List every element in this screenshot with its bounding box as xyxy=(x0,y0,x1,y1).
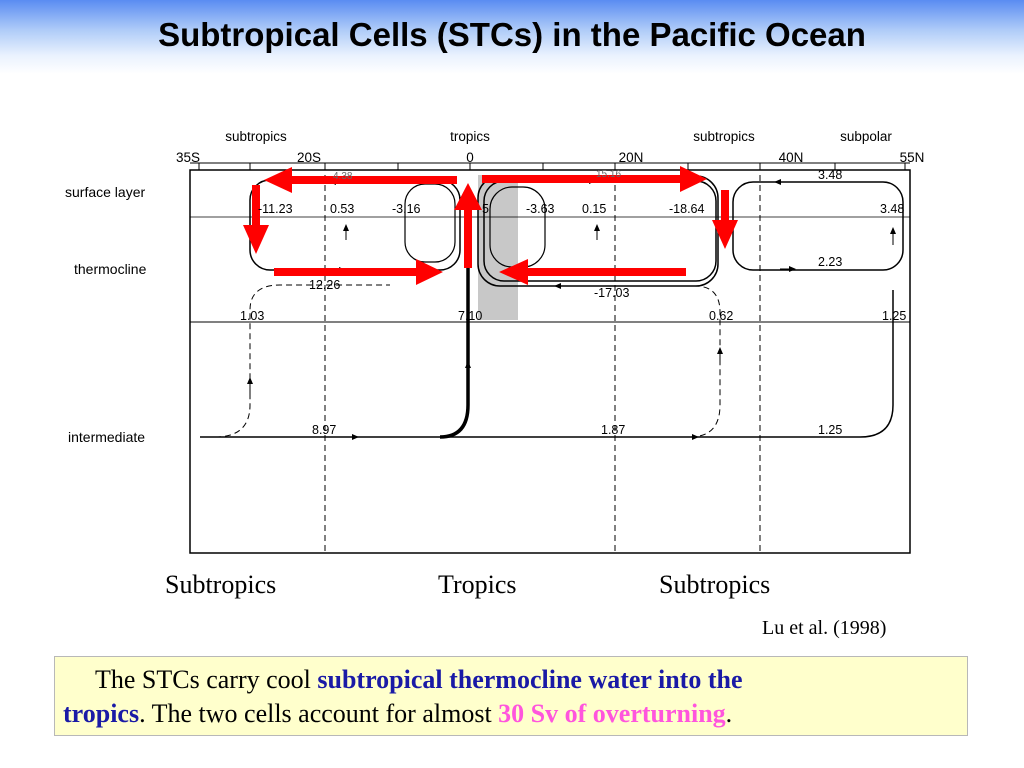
transport-subpolar-top: 3.48 xyxy=(818,168,842,182)
transport-eq-base: 7.10 xyxy=(458,309,482,323)
transport-subpolar-therm: 2.23 xyxy=(818,255,842,269)
south-subtropical-cell xyxy=(249,179,461,271)
intermediate-flow-line xyxy=(200,290,894,438)
region-label-tropics: tropics xyxy=(450,129,490,144)
transport-s-surface-mid: 0.53 xyxy=(330,202,354,216)
label-subtropics-north: Subtropics xyxy=(659,570,771,599)
transport-top-n: 15.16 xyxy=(596,169,621,180)
region-label-subpolar: subpolar xyxy=(840,129,892,144)
transport-int-s: 8.97 xyxy=(312,423,336,437)
lat-label-20n: 20N xyxy=(619,150,644,165)
transport-subpolar-right: 3.48 xyxy=(880,202,904,216)
red-arrow-north-surface-eastward xyxy=(482,166,707,192)
south-deep-dashed-path xyxy=(214,284,390,438)
transport-n-base: 0.62 xyxy=(709,309,733,323)
caption-line-1: The STCs carry cool subtropical thermocl… xyxy=(95,663,743,697)
red-arrow-equatorial-upwelling xyxy=(454,183,482,268)
flow-arrowheads xyxy=(247,178,896,440)
transport-n-surface-mid: 0.15 xyxy=(582,202,606,216)
transport-n-surface-eq: -3.63 xyxy=(526,202,555,216)
transport-int-n: 1.87 xyxy=(601,423,625,437)
red-arrows xyxy=(243,166,738,285)
transport-int-subpolar: 1.25 xyxy=(818,423,842,437)
title-bar: Subtropical Cells (STCs) in the Pacific … xyxy=(0,0,1024,74)
layer-label-intermediate: intermediate xyxy=(68,429,145,445)
red-arrow-south-thermocline-eastward xyxy=(274,259,443,285)
caption-line-2: tropics. The two cells account for almos… xyxy=(63,697,732,731)
transport-n-therm: -17.03 xyxy=(594,286,629,300)
lat-label-0: 0 xyxy=(466,150,474,165)
lat-label-20s: 20S xyxy=(297,150,321,165)
transport-subpolar-base: 1.25 xyxy=(882,309,906,323)
caption-box: The STCs carry cool subtropical thermocl… xyxy=(54,656,968,736)
layer-label-thermocline: thermocline xyxy=(74,261,147,277)
citation: Lu et al. (1998) xyxy=(762,617,887,639)
transport-eq-surface: 5 xyxy=(482,202,489,216)
lat-label-35s: 35S xyxy=(176,150,200,165)
label-subtropics-south: Subtropics xyxy=(165,570,277,599)
latitude-dashed-lines xyxy=(324,175,761,553)
caption-text-3: . xyxy=(725,699,733,728)
caption-highlight-tropics: tropics xyxy=(63,699,140,728)
red-arrow-south-surface-westward xyxy=(264,167,457,193)
lat-label-40n: 40N xyxy=(779,150,804,165)
region-label-subtropics-south: subtropics xyxy=(225,129,287,144)
red-arrow-north-downwelling xyxy=(712,190,738,249)
transport-s-surface-left: -11.23 xyxy=(258,202,293,216)
north-deep-dashed-path xyxy=(530,285,721,438)
caption-text-2: . The two cells account for almost xyxy=(139,699,499,728)
lat-label-55n: 55N xyxy=(900,150,925,165)
caption-highlight-overturning: 30 Sv of overturning xyxy=(498,699,726,728)
slide-title: Subtropical Cells (STCs) in the Pacific … xyxy=(158,16,866,53)
caption-text-1: The STCs carry cool xyxy=(95,665,318,694)
diagram-frame xyxy=(189,169,911,554)
transport-s-surface-eq: -3.16 xyxy=(392,202,421,216)
red-arrow-north-thermocline-westward xyxy=(499,259,686,285)
latitude-ticks xyxy=(190,162,910,170)
label-tropics: Tropics xyxy=(438,570,517,599)
transport-s-therm: 12.26 xyxy=(309,278,340,292)
caption-highlight-thermocline: subtropical thermocline water into the xyxy=(317,665,743,694)
transport-n-surface-sub: -18.64 xyxy=(669,202,704,216)
layer-label-surface: surface layer xyxy=(65,184,145,200)
red-arrow-south-downwelling xyxy=(243,185,269,254)
region-label-subtropics-north: subtropics xyxy=(693,129,755,144)
south-equatorial-cell xyxy=(404,183,456,263)
transport-top-s: 4.38 xyxy=(333,171,353,182)
transport-s-base: 1.03 xyxy=(240,309,264,323)
